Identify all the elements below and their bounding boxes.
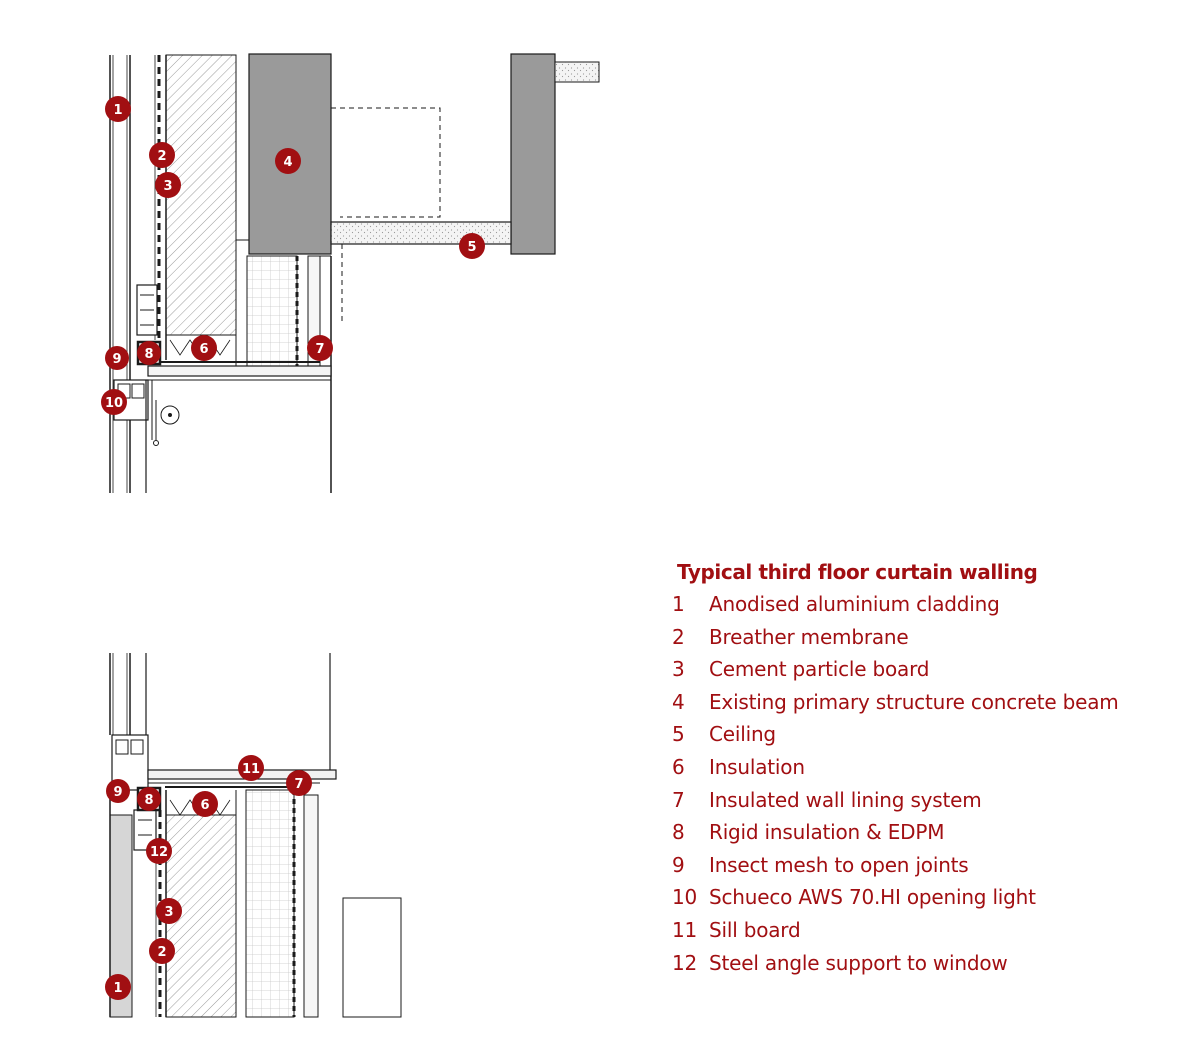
legend-item-label: Steel angle support to window xyxy=(709,950,1008,975)
svg-text:7: 7 xyxy=(315,342,324,357)
legend-item-label: Insect mesh to open joints xyxy=(709,852,969,877)
legend-item-label: Sill board xyxy=(709,917,801,942)
bottom-callouts: 11 7 9 8 6 12 3 2 1 xyxy=(105,755,312,1000)
callout-10-top: 10 xyxy=(101,389,127,415)
legend-item-label: Insulated wall lining system xyxy=(709,787,982,812)
top-callouts: 1 2 3 4 5 6 7 8 9 10 xyxy=(101,96,485,415)
legend-item-label: Anodised aluminium cladding xyxy=(709,592,1000,616)
legend-item-label: Breather membrane xyxy=(709,624,909,649)
callout-6-bottom: 6 xyxy=(192,791,218,817)
legend-item: 2 Breather membrane xyxy=(672,621,1192,654)
legend-item-number: 4 xyxy=(672,689,685,714)
callout-7-top: 7 xyxy=(307,335,333,361)
legend-item-label: Cement particle board xyxy=(709,657,930,682)
svg-text:4: 4 xyxy=(283,155,292,170)
callout-3-bottom: 3 xyxy=(156,898,182,924)
callout-9-bottom: 9 xyxy=(106,779,130,803)
svg-text:3: 3 xyxy=(164,905,173,920)
legend-item: 11 Sill board xyxy=(672,914,1192,947)
svg-text:9: 9 xyxy=(112,352,121,367)
legend-title: Typical third floor curtain walling xyxy=(677,560,1038,584)
svg-text:1: 1 xyxy=(113,981,122,996)
legend-item: 1 Anodised aluminium cladding xyxy=(672,588,1192,621)
legend-item: 12 Steel angle support to window xyxy=(672,947,1192,980)
callout-1-top: 1 xyxy=(105,96,131,122)
callout-12-bottom: 12 xyxy=(146,838,172,864)
legend-item-number: 8 xyxy=(672,820,685,845)
legend-item-number: 6 xyxy=(672,754,685,779)
legend-item-number: 9 xyxy=(672,852,685,877)
legend-item-number: 12 xyxy=(672,950,698,975)
callout-8-bottom: 8 xyxy=(137,787,161,811)
legend-item-number: 11 xyxy=(672,917,698,942)
callout-5-top: 5 xyxy=(459,233,485,259)
legend-item: 8 Rigid insulation & EDPM xyxy=(672,816,1192,849)
top-section-drawing xyxy=(109,53,600,493)
legend-item: 4 Existing primary structure concrete bea… xyxy=(672,686,1192,719)
legend-item: 3 Cement particle board xyxy=(672,653,1192,686)
legend-item: 6 Insulation xyxy=(672,751,1192,784)
callout-7-bottom: 7 xyxy=(286,770,312,796)
svg-text:2: 2 xyxy=(157,945,166,960)
legend-item-label: Existing primary structure concrete beam xyxy=(709,689,1119,714)
svg-text:11: 11 xyxy=(242,762,260,777)
legend-item: 7 Insulated wall lining system xyxy=(672,784,1192,817)
legend-item: 10 Schueco AWS 70.HI opening light xyxy=(672,881,1192,914)
legend-item-label: Insulation xyxy=(709,754,805,779)
callout-2-bottom: 2 xyxy=(149,938,175,964)
legend-item: 5 Ceiling xyxy=(672,718,1192,751)
legend-item-number: 3 xyxy=(672,657,685,682)
legend-item-label: Rigid insulation & EDPM xyxy=(709,820,945,845)
svg-text:8: 8 xyxy=(144,793,153,808)
legend-item-number: 5 xyxy=(672,722,685,747)
callout-4-top: 4 xyxy=(275,148,301,174)
svg-text:5: 5 xyxy=(467,240,476,255)
callout-8-top: 8 xyxy=(137,341,161,365)
svg-text:8: 8 xyxy=(144,347,153,362)
svg-text:10: 10 xyxy=(105,396,123,411)
svg-text:3: 3 xyxy=(163,179,172,194)
legend-item-number: 2 xyxy=(672,624,685,649)
legend-item-number: 7 xyxy=(672,787,685,812)
svg-text:6: 6 xyxy=(200,798,209,813)
legend: Typical third floor curtain walling 1 Ano… xyxy=(672,556,1192,979)
legend-list: 1 Anodised aluminium cladding 2 Breather m… xyxy=(672,588,1192,979)
callout-6-top: 6 xyxy=(191,335,217,361)
svg-text:1: 1 xyxy=(113,103,122,118)
callout-9-top: 9 xyxy=(105,346,129,370)
callout-3-top: 3 xyxy=(155,172,181,198)
svg-text:7: 7 xyxy=(294,777,303,792)
callout-11-bottom: 11 xyxy=(238,755,264,781)
legend-item-label: Ceiling xyxy=(709,722,776,747)
svg-text:12: 12 xyxy=(150,845,168,860)
legend-item-number: 10 xyxy=(672,885,698,910)
legend-item-label: Schueco AWS 70.HI opening light xyxy=(709,885,1036,910)
svg-text:2: 2 xyxy=(157,149,166,164)
callout-1-bottom: 1 xyxy=(105,974,131,1000)
callout-2-top: 2 xyxy=(149,142,175,168)
svg-text:9: 9 xyxy=(113,785,122,800)
legend-item: 9 Insect mesh to open joints xyxy=(672,849,1192,882)
bottom-section-drawing xyxy=(109,653,402,1018)
svg-text:6: 6 xyxy=(199,342,208,357)
legend-item-number: 1 xyxy=(672,592,685,616)
